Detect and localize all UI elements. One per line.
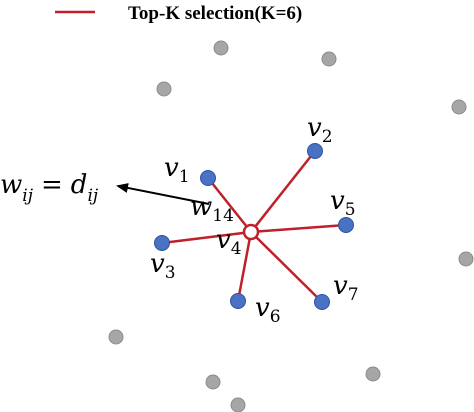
selected-nodes	[154, 143, 354, 310]
other-node	[230, 397, 246, 412]
legend: Top-K selection(K=6)	[55, 3, 302, 24]
node-v3	[154, 235, 170, 251]
weight-formula: wij=dij	[0, 170, 99, 206]
edge-v4-v5	[250, 223, 347, 234]
node-v4-center	[242, 223, 260, 241]
label-v2: v2	[307, 113, 333, 147]
edge-v4-v3	[161, 230, 252, 245]
weight-arrow	[116, 183, 210, 205]
edges	[161, 150, 347, 303]
label-v4: v4	[216, 225, 242, 259]
label-v6: v6	[255, 293, 281, 327]
edge-v4-v6	[236, 231, 253, 302]
edge-v4-v1	[207, 177, 252, 233]
other-node	[205, 374, 221, 390]
other-node	[321, 51, 337, 67]
other-node	[365, 366, 381, 382]
node-v1	[200, 170, 216, 186]
node-v7	[314, 294, 330, 310]
other-node	[108, 329, 124, 345]
legend-label: Top-K selection(K=6)	[128, 3, 302, 24]
label-v3: v3	[150, 249, 176, 283]
other-nodes	[108, 40, 474, 412]
node-v5	[338, 217, 354, 233]
edge-weight-label: w14	[190, 192, 234, 226]
label-v5: v5	[330, 186, 356, 220]
other-node	[156, 81, 172, 97]
node-labels: v1 v2 v3 v4 v5 v6 v7	[150, 113, 359, 327]
other-node	[213, 40, 229, 56]
other-node	[458, 251, 474, 267]
label-v1: v1	[164, 153, 190, 187]
edge-v4-v7	[250, 231, 323, 303]
node-v6	[230, 293, 246, 309]
label-v7: v7	[333, 271, 359, 305]
other-node	[451, 99, 467, 115]
edge-v4-v2	[250, 150, 316, 233]
node-v2	[307, 143, 323, 159]
